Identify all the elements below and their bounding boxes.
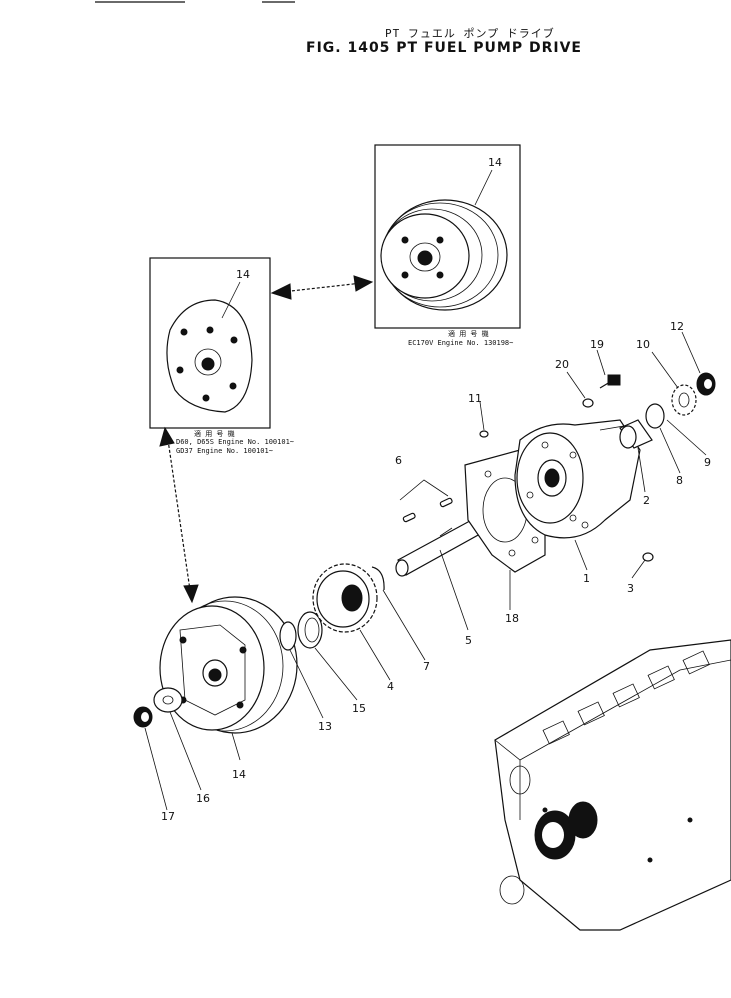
- part-label-16: 16: [196, 792, 210, 805]
- nut-17: [133, 706, 153, 728]
- serial-note-left-heading: 適 用 号 機: [194, 430, 235, 438]
- part-label-1: 1: [583, 572, 590, 585]
- gear-4: [312, 563, 378, 633]
- part-label-13: 13: [318, 720, 332, 733]
- hub-left-variant: [166, 299, 253, 413]
- part-label-12: 12: [670, 320, 684, 333]
- figure-title: FIG. 1405 PT FUEL PUMP DRIVE: [306, 40, 582, 56]
- part-label-18: 18: [505, 612, 519, 625]
- fitting-3: [642, 552, 654, 562]
- pin-11: [479, 430, 489, 438]
- leader-6: [399, 479, 449, 501]
- detail-box-top: [374, 144, 521, 329]
- serial-note-top-heading: 適 用 号 機: [448, 330, 489, 338]
- ring-13: [279, 621, 297, 651]
- part-label-8: 8: [676, 474, 683, 487]
- nut-12: [696, 372, 716, 396]
- part-label-5: 5: [465, 634, 472, 647]
- collar-15: [297, 611, 323, 649]
- part-label-14: 14: [236, 268, 250, 281]
- part-label-19: 19: [590, 338, 604, 351]
- variant-arrow-vertical: [159, 426, 199, 604]
- subtitle-japanese: PT フュエル ポンプ ドライブ: [385, 27, 555, 40]
- snap-ring-7: [371, 566, 385, 591]
- part-label-14: 14: [232, 768, 246, 781]
- variant-arrow-horizontal: [270, 275, 374, 300]
- pulley-top-variant: [380, 199, 508, 311]
- part-label-4: 4: [387, 680, 394, 693]
- engine-block-illustration: [494, 639, 731, 931]
- leader-lines: [144, 169, 707, 811]
- coupling-10: [671, 384, 697, 416]
- part-label-14: 14: [488, 156, 502, 169]
- bolt-19: [599, 374, 621, 389]
- key-6a: [402, 512, 416, 523]
- housing-1: [514, 419, 641, 539]
- detail-box-left: [149, 257, 271, 429]
- part-label-3: 3: [627, 582, 634, 595]
- part-label-6: 6: [395, 454, 402, 467]
- part-label-20: 20: [555, 358, 569, 371]
- main-drive-pulley: [159, 596, 298, 734]
- key-6b: [439, 497, 453, 508]
- part-label-9: 9: [704, 456, 711, 469]
- part-label-10: 10: [636, 338, 650, 351]
- part-label-7: 7: [423, 660, 430, 673]
- part-label-17: 17: [161, 810, 175, 823]
- part-label-15: 15: [352, 702, 366, 715]
- washer-16: [153, 687, 183, 713]
- serial-note-top-engine: EC170V Engine No. 130198~: [408, 339, 514, 347]
- part-label-11: 11: [468, 392, 482, 405]
- serial-note-left-engine-2: GD37 Engine No. 100101~: [176, 447, 273, 455]
- washer-20: [582, 398, 594, 408]
- part-label-2: 2: [643, 494, 650, 507]
- bushing-2: [619, 419, 653, 449]
- washer-8: [645, 403, 665, 429]
- serial-note-left-engine-1: D60, D65S Engine No. 100101~: [176, 438, 295, 446]
